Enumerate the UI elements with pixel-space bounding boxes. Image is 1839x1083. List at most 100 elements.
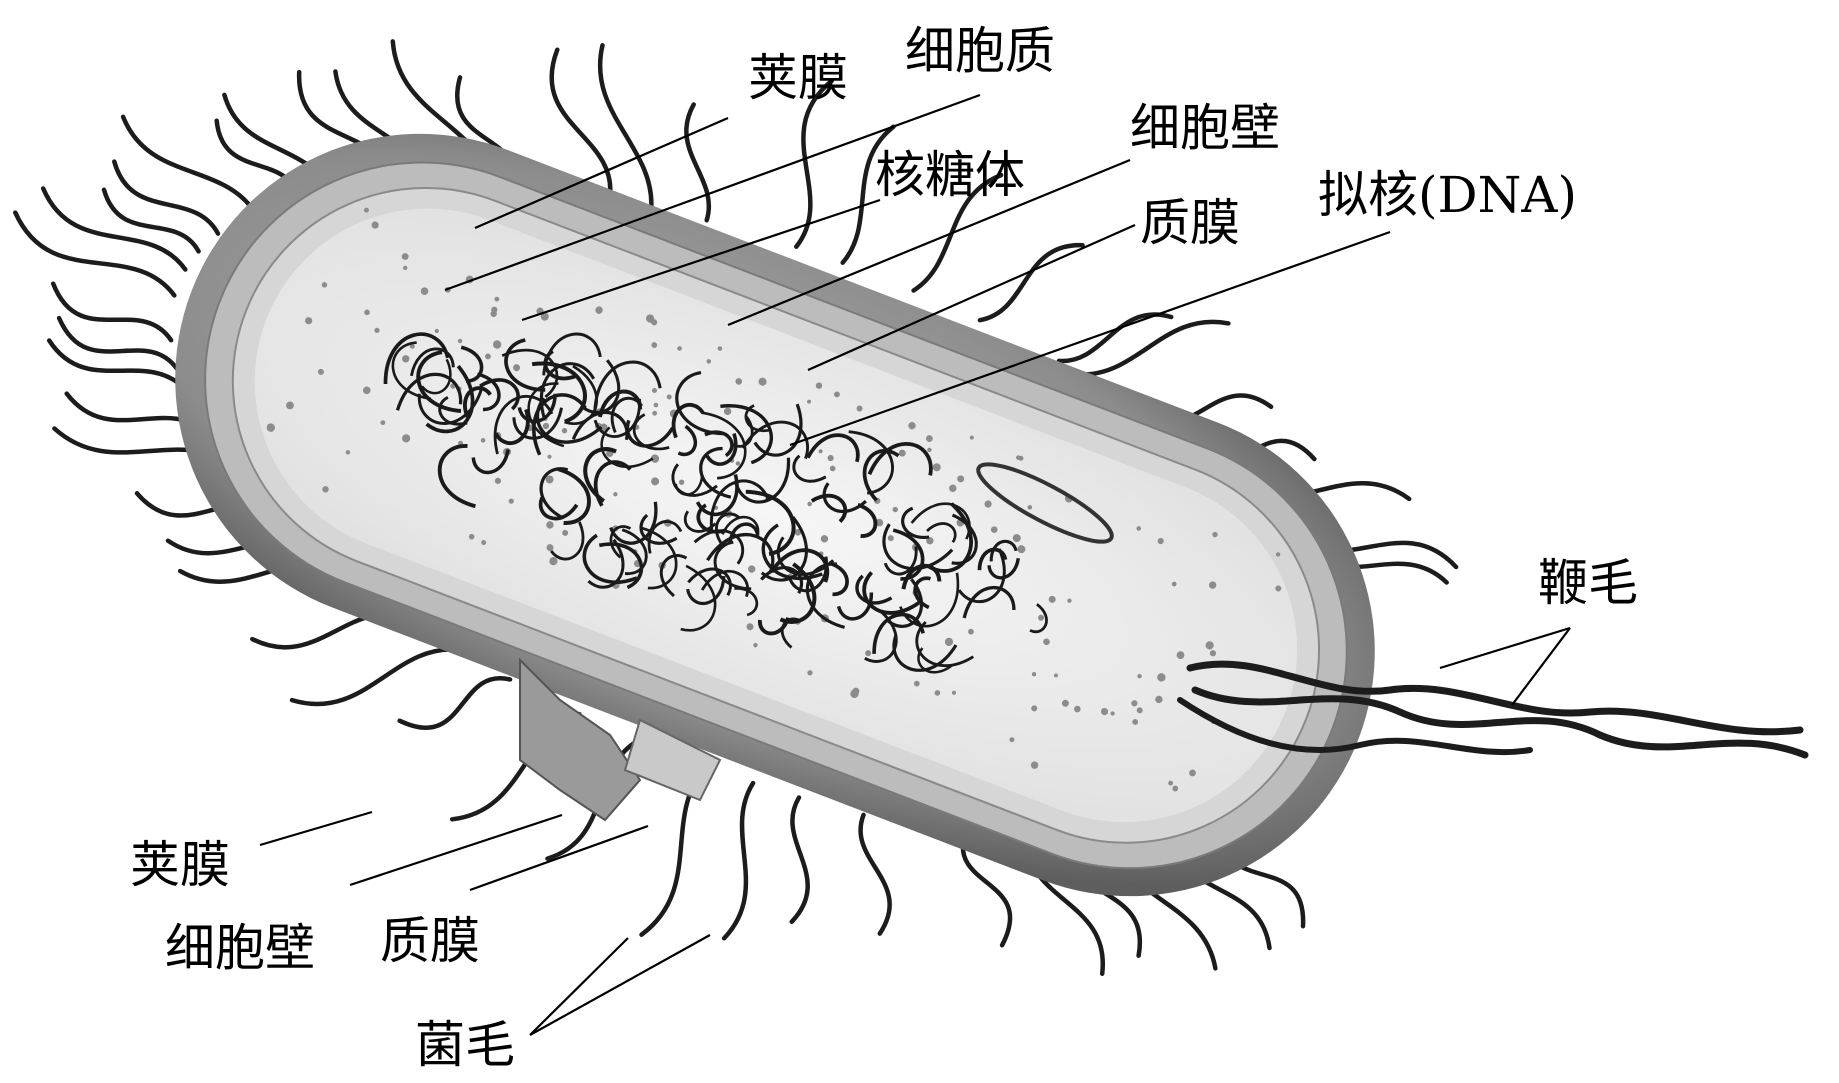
ribosome-dot [875,518,884,527]
dna-strand-loop [476,372,501,412]
ribosome-dot [402,355,410,363]
ribosome-dot [1030,761,1039,769]
ribosome-dot [1275,585,1282,592]
ribosome-dot [364,309,370,316]
pilus-hair [101,187,201,254]
ribosome-dot [1136,526,1142,531]
ribosome-dot [363,207,369,213]
leader-capsule-bottom [259,810,373,847]
ribosome-dot [485,353,491,360]
ribosome-dot [1048,595,1056,603]
leader-cell-wall-bottom [349,813,563,887]
dna-strand-loop [855,574,893,605]
dna-strand-loop [504,338,546,392]
ribosome-dot [402,434,411,443]
dna-strand-loop [867,442,933,476]
ribosome-dot [913,680,920,687]
dna-strand-loop [862,448,900,502]
ribosome-dot [317,368,324,375]
dna-strand-loop [926,522,957,544]
ribosome-dot [651,319,658,326]
label-cell-wall-top: 细胞壁 [1130,99,1280,157]
dna-strand-loop [527,382,565,448]
ribosome-dot [492,340,502,349]
ribosome-dot [968,628,974,635]
ribosome-dot [546,521,554,529]
label-flagellum: 鞭毛 [1538,554,1638,612]
ribosome-dot [321,282,328,288]
leader-flagellum-a [1439,626,1571,670]
ribosome-dot [827,454,834,462]
leader-ribosome [521,198,881,322]
ribosome-dot [546,544,554,552]
ribosome-dot [266,423,276,432]
dna-strand-loop [962,586,1016,619]
label-cell-wall-bottom: 细胞壁 [165,919,315,977]
ribosome-dot [834,391,840,398]
ribosome-dot [735,461,741,466]
pilus-hair [911,172,1004,293]
dna-strand-loop [587,538,625,589]
dna-strand-loop [659,554,688,598]
ribosome-dot [1053,673,1058,678]
dna-strand-loop [910,502,971,540]
ribosome-dot [815,382,823,389]
ribosome-dot [927,447,932,453]
dna-strand-loop [883,546,918,576]
dna-strand-loop [901,506,930,539]
ribosome-dot [990,526,998,533]
dna-strand-loop [680,564,717,632]
ribosome-dot [1043,638,1050,646]
pilus-hair [1080,319,1231,377]
ribosome-dot [1027,504,1033,510]
dna-strand-loop [687,567,732,597]
ribosome-dot [420,287,429,295]
ribosome-dot [717,346,723,351]
pilus-hair [858,812,892,936]
ribosome-dot [1061,699,1069,707]
dna-strand-loop [957,548,1006,603]
dna-strand-loop [822,482,867,514]
ribosome-dot [1172,785,1179,792]
inclusion-body [976,462,1114,544]
dna-strand-loop [391,341,431,401]
leader-capsule-top [474,116,729,230]
leader-membrane-bottom [469,824,649,892]
ribosome-dot [401,253,409,260]
dna-strand-loop [704,430,734,458]
dna-strand-loop [699,446,732,499]
ribosome-dot [1208,581,1217,589]
dna-strand-loop [1029,603,1048,634]
dna-strand-loop [686,575,726,606]
dna-strand-loop [543,349,577,381]
dna-strand-loop [550,521,585,561]
dna-strand-loop [760,516,808,582]
dna-strand-loop [706,533,775,573]
leader-membrane-top [807,223,1136,372]
ribosome-dot [957,475,965,483]
pilus-hair [46,338,187,391]
label-capsule-top: 荚膜 [748,49,848,107]
ribosome-dot [403,265,408,271]
ribosome-dot [322,486,329,493]
dna-strand-loop [810,493,848,524]
dna-strand-loop [610,396,643,433]
ribosome-dot [934,690,941,696]
pilus-hair [13,210,177,298]
dna-strand-loop [409,347,455,377]
ribosome-dot [925,435,933,442]
ribosome-dot [1212,531,1218,538]
dna-strand-loop [792,454,827,483]
ribosome-dot [362,386,371,395]
dna-strand-loop [720,404,773,465]
ribosome-dot [1031,672,1037,677]
ribosome-dot [1100,707,1109,716]
ribosome-dot [1205,641,1214,650]
dna-strand-loop [862,571,921,615]
ribosome-dot [746,623,754,631]
ribosome-dot [944,637,954,646]
label-nucleoid: 拟核(DNA) [1318,166,1577,224]
pilus-hair [977,242,1085,323]
ribosome-dot [651,477,660,486]
